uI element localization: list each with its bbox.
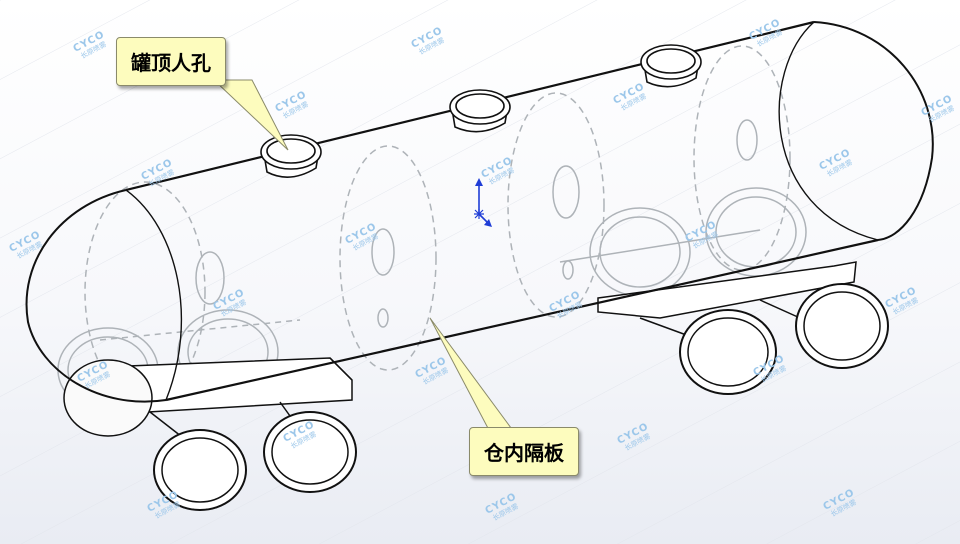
manhole-1 [260, 134, 322, 178]
manhole-3 [640, 44, 702, 88]
front-bogie [597, 261, 889, 395]
coordinate-triad-icon [474, 178, 492, 227]
manhole-callout: 罐顶人孔 [116, 37, 226, 86]
partition-callout: 仓内隔板 [469, 427, 579, 476]
manhole-callout-pointer [212, 79, 289, 151]
manhole-2 [449, 89, 511, 133]
